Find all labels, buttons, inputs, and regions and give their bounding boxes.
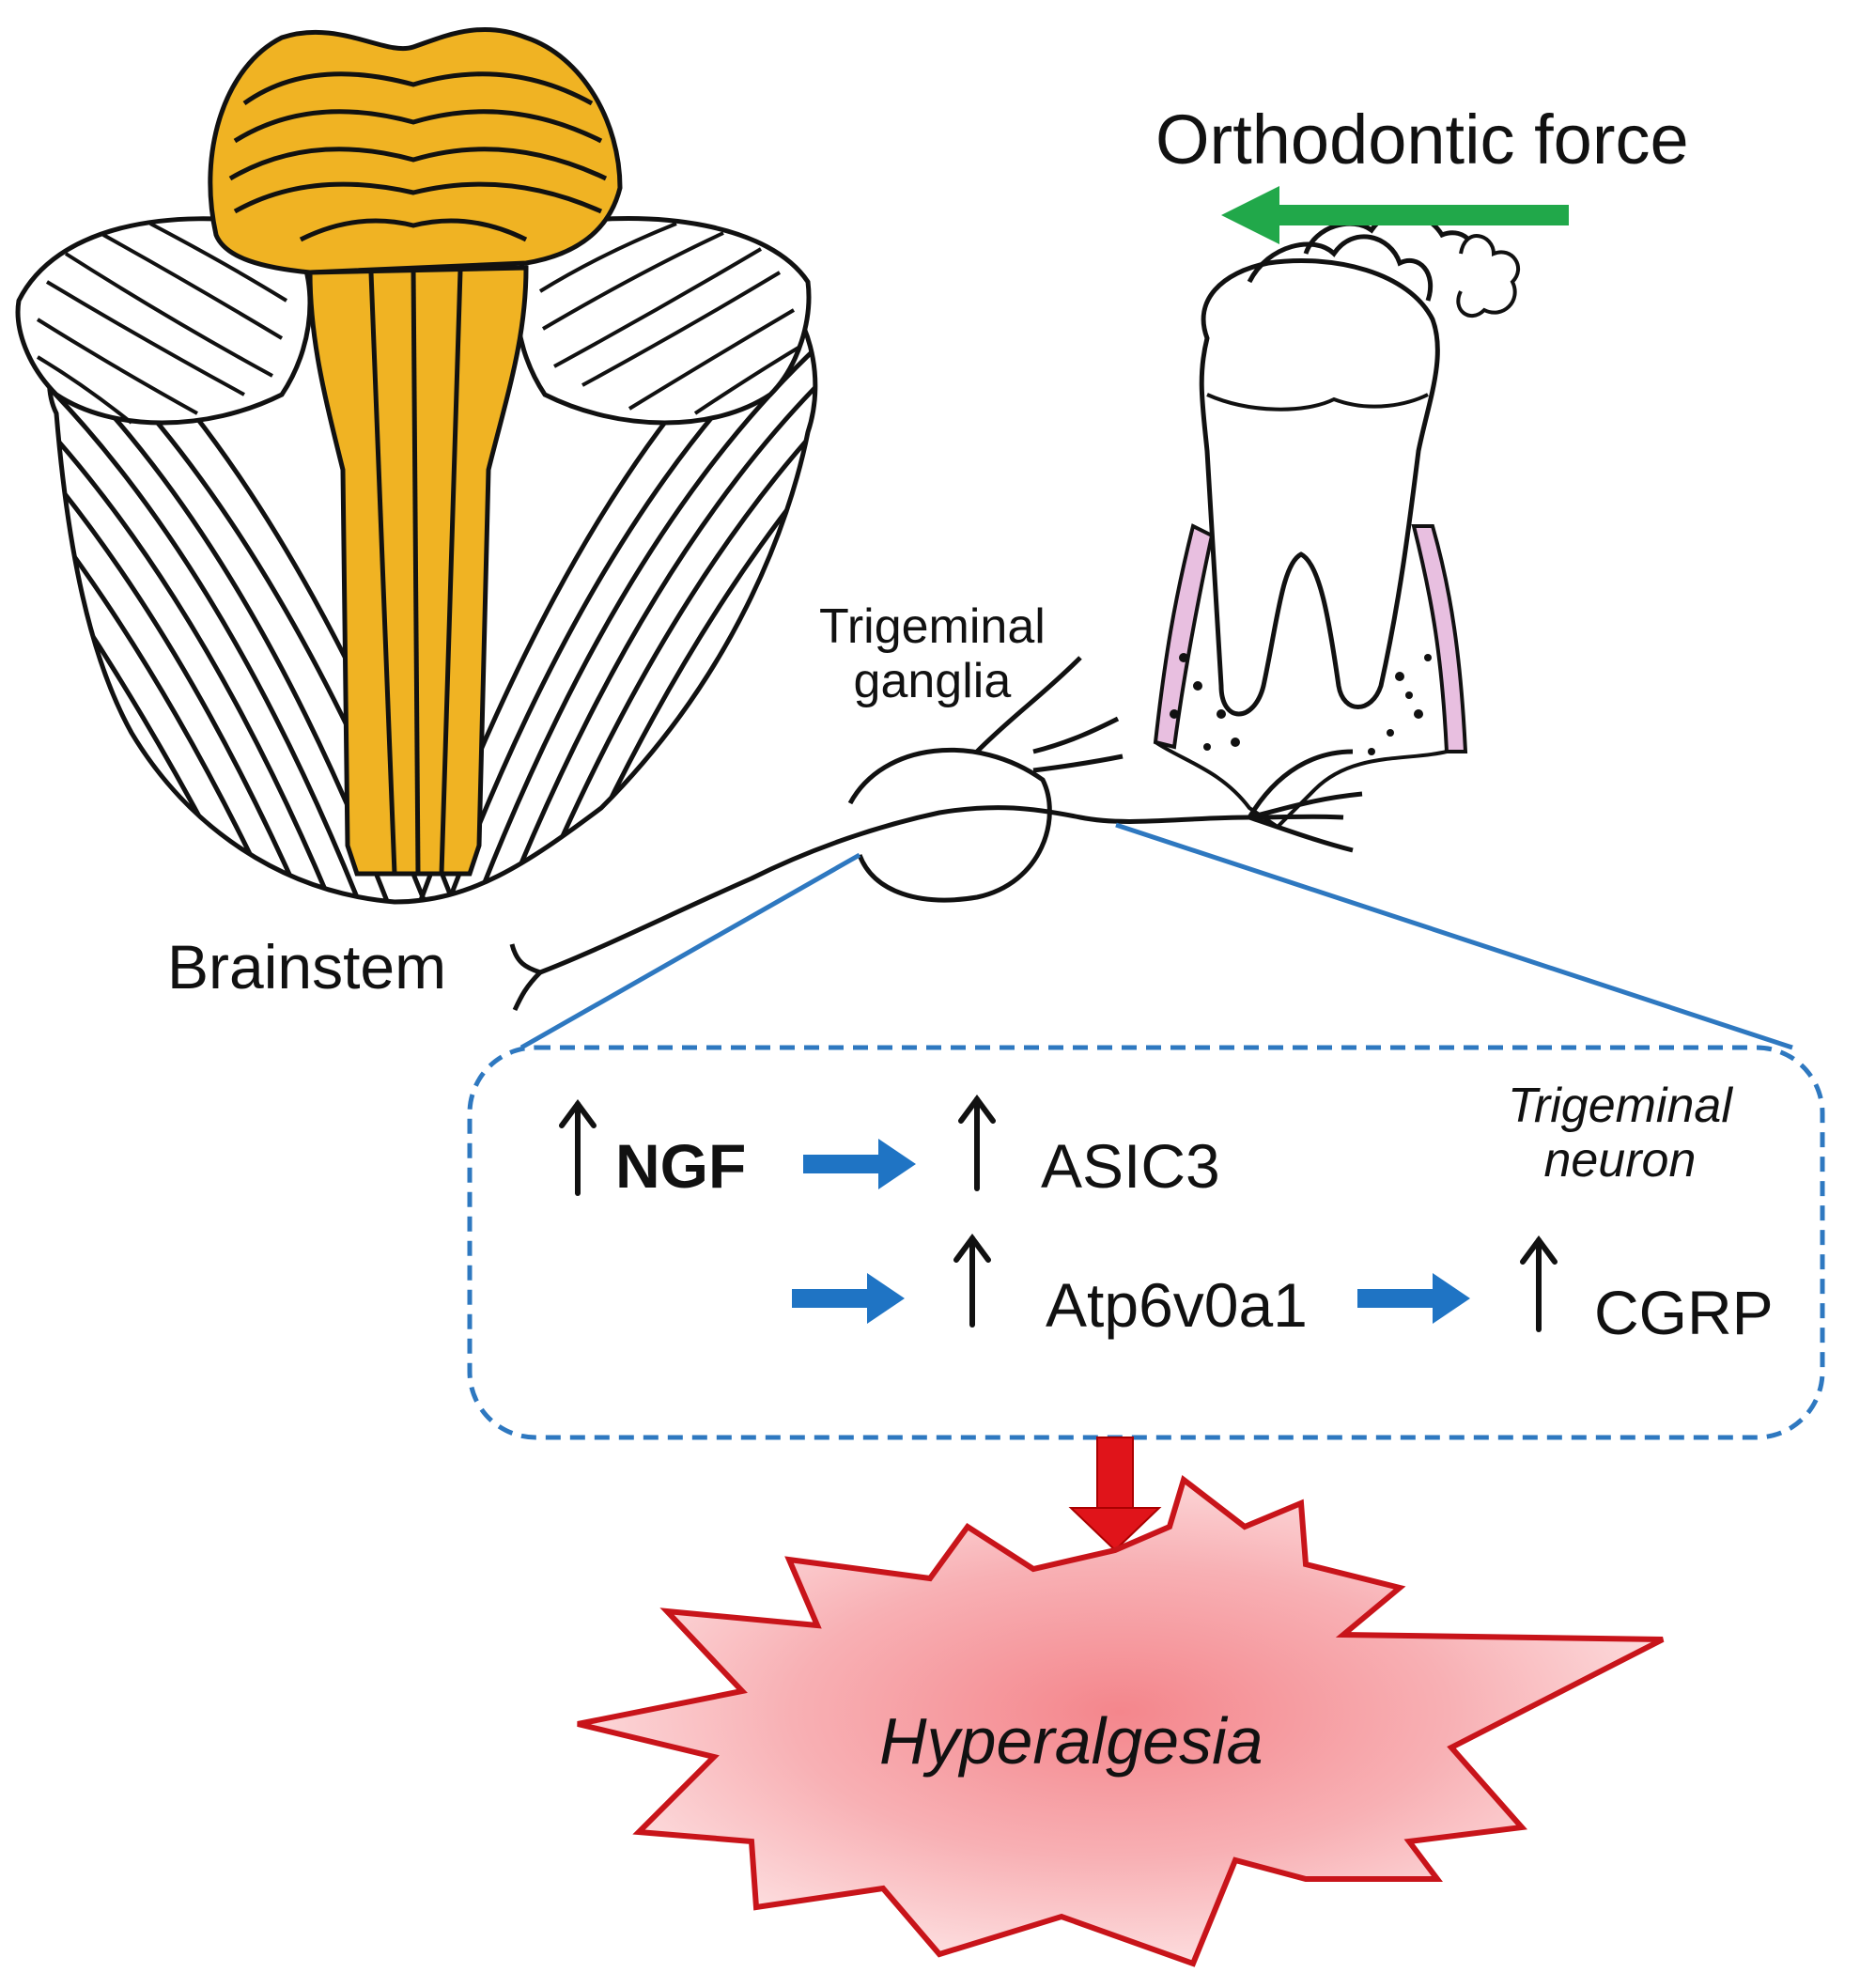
trigeminal-ganglion-nerve [509, 656, 1363, 1012]
atp6v0a1-label: Atp6v0a1 [1046, 1270, 1308, 1340]
tooth-molar-illustration [1153, 210, 1520, 830]
right-arrow-icon [1357, 1273, 1470, 1324]
hyperalgesia-label: Hyperalgesia [879, 1704, 1263, 1778]
tooth-crown [1247, 234, 1434, 302]
nerve-branch-tooth [1247, 749, 1354, 819]
brainstem-column-lines [368, 267, 463, 875]
gum-left [1153, 523, 1215, 750]
neuron-label-line1: Trigeminal [1508, 1079, 1732, 1133]
upper-orange-lobes [208, 26, 623, 275]
ganglion-small-branch-1 [1032, 716, 1120, 754]
down-arrow-icon [1068, 1437, 1162, 1552]
zoom-lines [519, 822, 1793, 1050]
brainstem-label: Brainstem [167, 932, 447, 1002]
force-arrow [1221, 186, 1569, 244]
gum-right [1411, 524, 1468, 753]
right-hemisphere-flap [514, 216, 812, 426]
right-flap-lines [538, 222, 800, 415]
starburst-shape [577, 1474, 1665, 1967]
brainstem-cerebellum-illustration [15, 26, 818, 905]
alveolar-bone [1154, 740, 1448, 830]
occlusal-ridge [1206, 393, 1429, 412]
right-arrow-icon [803, 1139, 916, 1189]
ganglia-label-line1: Trigeminal [819, 599, 1046, 654]
orthodontic-force-label: Orthodontic force [1155, 101, 1689, 179]
nerve-fibre [539, 805, 1344, 975]
tooth-body [1199, 258, 1440, 717]
ganglion-small-branch-2 [1032, 753, 1124, 773]
neuron-label-line2: neuron [1543, 1133, 1697, 1188]
back-tooth [1456, 234, 1520, 318]
up-arrow-icon [559, 1098, 597, 1196]
trigeminal-neuron-label: Trigeminal neuron [1508, 1079, 1732, 1188]
bone-dots [1170, 653, 1432, 755]
nerve-branch-right-2 [1248, 815, 1354, 853]
right-arrow-icon [792, 1273, 905, 1324]
trigeminal-ganglia-label: Trigeminal ganglia [819, 599, 1046, 708]
ganglion-top-branch [975, 656, 1082, 753]
up-arrow-icon [953, 1233, 991, 1328]
asic3-label: ASIC3 [1041, 1131, 1220, 1201]
ganglion-body [847, 747, 1052, 903]
ngf-label: NGF [615, 1131, 747, 1201]
upper-lobe-ridges [228, 71, 608, 242]
cgrp-label: CGRP [1594, 1278, 1774, 1347]
up-arrow-icon [958, 1094, 996, 1191]
brainstem-end-fork [509, 943, 542, 1012]
nerve-branch-right-1 [1248, 791, 1363, 820]
left-flap-lines [36, 222, 288, 425]
up-arrow-icon [1520, 1235, 1558, 1332]
trigeminal-neuron-box [467, 1045, 1825, 1440]
ganglia-label-line2: ganglia [853, 654, 1012, 709]
